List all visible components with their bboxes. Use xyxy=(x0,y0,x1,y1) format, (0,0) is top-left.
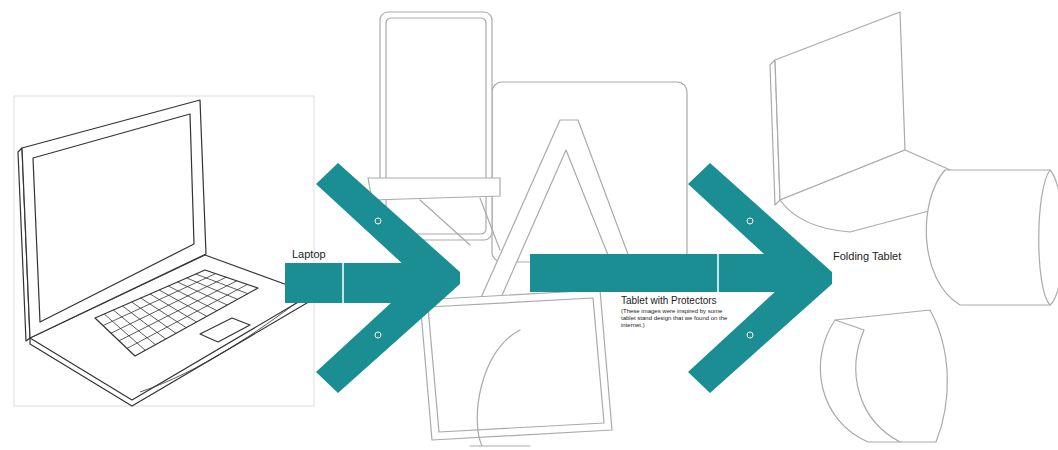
laptop-trackpad xyxy=(200,318,250,342)
arrow-head xyxy=(688,163,832,393)
image-frame xyxy=(14,96,314,406)
standing-tablet xyxy=(380,12,492,240)
stage-label: Laptop xyxy=(292,248,362,261)
palm-rest-line xyxy=(140,300,300,392)
tilted-tablet xyxy=(420,290,612,440)
standing-tablet-screen xyxy=(386,18,486,234)
tablet-stand-drawings xyxy=(368,12,687,446)
arrow-screw xyxy=(375,218,381,224)
arrow-divider xyxy=(342,263,344,303)
arrow-screw xyxy=(375,332,381,338)
tilted-tablet-screen xyxy=(428,298,604,432)
arrow-divider xyxy=(717,254,719,292)
stage-label: Folding Tablet xyxy=(833,250,933,263)
stage-arrow xyxy=(530,163,832,393)
arrow-screw xyxy=(747,332,753,338)
stage-arrow xyxy=(285,163,460,393)
keyboard-outline xyxy=(95,270,258,356)
tablet-holder-ledge xyxy=(368,178,500,200)
laptop-keyboard xyxy=(95,270,258,356)
note-text: (These images were inspired by some tabl… xyxy=(621,308,729,329)
rolled-tablet-edge xyxy=(1039,170,1050,305)
rolled-tablet xyxy=(926,170,1058,305)
keyboard-keys xyxy=(103,274,248,351)
folding-tablet-drawings xyxy=(770,12,1058,442)
tablet-holder-legs xyxy=(420,198,500,250)
curved-stand-side xyxy=(820,320,900,442)
laptop-drawing xyxy=(14,96,314,406)
arrow-stem xyxy=(530,254,797,292)
arrow-head xyxy=(316,163,460,393)
arrow-screw xyxy=(747,218,753,224)
curved-stand-back xyxy=(835,310,947,442)
stage-label: Tablet with Protectors xyxy=(621,295,761,307)
stand-base xyxy=(470,330,530,446)
